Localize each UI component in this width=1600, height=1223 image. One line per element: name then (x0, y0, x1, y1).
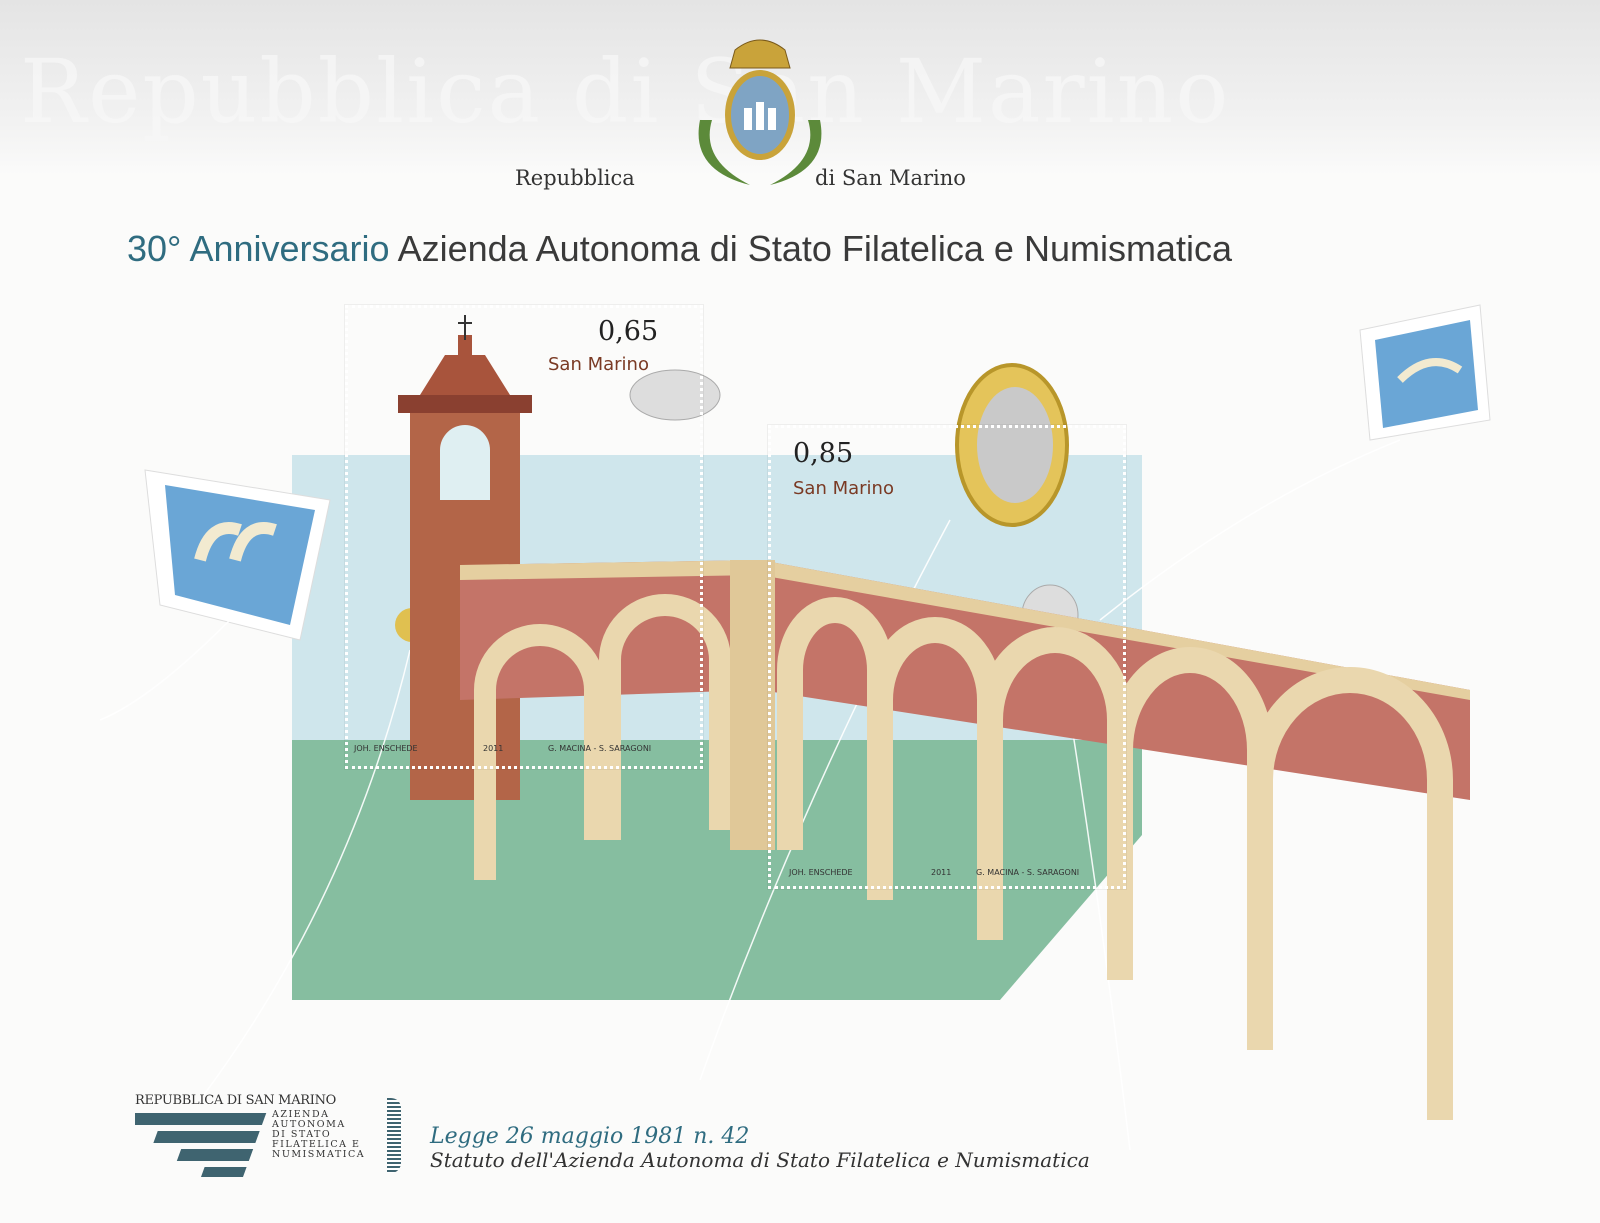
stamp-country: San Marino (793, 478, 894, 499)
statute-text: Statuto dell'Azienda Autonoma di Stato F… (430, 1148, 1090, 1172)
logo-line: FILATELICA E (272, 1139, 361, 1150)
globe-icon (387, 1098, 401, 1173)
republic-label-right: di San Marino (815, 166, 966, 190)
watermark-band: Repubblica di San Marino (0, 0, 1600, 175)
stamp-printer: JOH. ENSCHEDE (789, 868, 853, 877)
stamp-printer: JOH. ENSCHEDE (354, 744, 418, 753)
stamp-year: 2011 (931, 868, 952, 877)
stamp-designers: G. MACINA - S. SARAGONI (548, 744, 652, 753)
coat-of-arms (698, 39, 822, 185)
logo-line: DI STATO (272, 1129, 332, 1140)
stamp-kite-left (144, 469, 331, 641)
stamp-085: 0,85 San Marino JOH. ENSCHEDE 2011 G. MA… (768, 425, 1126, 889)
logo-lines: AZIENDA AUTONOMA DI STATO FILATELICA E N… (272, 1110, 365, 1160)
aasfn-logo: REPUBBLICA DI SAN MARINO AZIENDA AUTONOM… (135, 1093, 401, 1177)
logo-line: AUTONOMA (272, 1119, 346, 1130)
title-highlight: 30° Anniversario (127, 228, 390, 269)
stamp-value: 0,85 (793, 438, 854, 469)
floor-panel (292, 740, 1142, 1000)
wing-icon (135, 1113, 267, 1177)
logo-line: NUMISMATICA (272, 1149, 366, 1160)
stamp-designers: G. MACINA - S. SARAGONI (976, 868, 1080, 877)
watermark-text: Repubblica di San Marino (20, 40, 1231, 143)
logo-line: AZIENDA (272, 1109, 330, 1120)
republic-label-left: Repubblica (515, 166, 635, 190)
stamp-country: San Marino (548, 354, 649, 375)
stamp-value: 0,65 (598, 316, 659, 347)
coin-small (629, 369, 721, 421)
arcade (460, 560, 1470, 1120)
stamp-kite-right (1359, 304, 1491, 441)
logo-title: REPUBBLICA DI SAN MARINO (135, 1093, 337, 1108)
title-rest: Azienda Autonoma di Stato Filatelica e N… (397, 228, 1232, 269)
stamp-065: 0,65 San Marino JOH. ENSCHEDE 2011 G. MA… (345, 305, 703, 769)
page-title: 30° Anniversario Azienda Autonoma di Sta… (127, 228, 1232, 270)
law-reference: Legge 26 maggio 1981 n. 42 (430, 1124, 750, 1149)
stamp-year: 2011 (483, 744, 504, 753)
